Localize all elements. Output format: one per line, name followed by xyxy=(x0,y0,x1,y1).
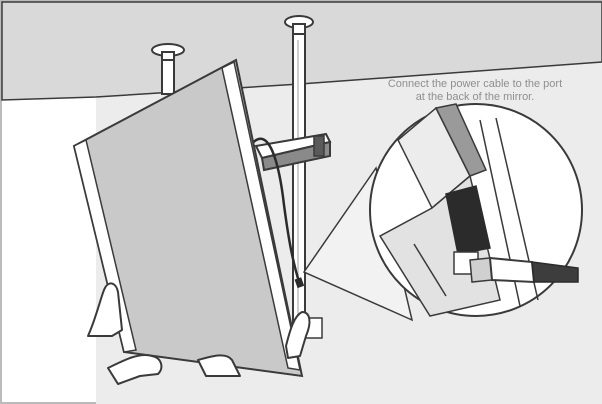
caption-line-1: Connect the power cable to the port xyxy=(387,78,563,90)
mounting-bracket xyxy=(254,132,332,172)
instruction-caption: Connect the power cable to the port at t… xyxy=(362,78,588,104)
power-cable xyxy=(249,137,302,286)
mirror-panel-icon xyxy=(72,58,304,378)
caption-line-2: at the back of the mirror. xyxy=(415,91,535,103)
cable-end xyxy=(294,277,305,289)
ceiling-mount-icon xyxy=(151,43,185,95)
power-plug-icon xyxy=(469,256,579,284)
hand-icon xyxy=(87,282,311,385)
power-port xyxy=(445,185,491,255)
zoom-detail xyxy=(369,103,583,317)
